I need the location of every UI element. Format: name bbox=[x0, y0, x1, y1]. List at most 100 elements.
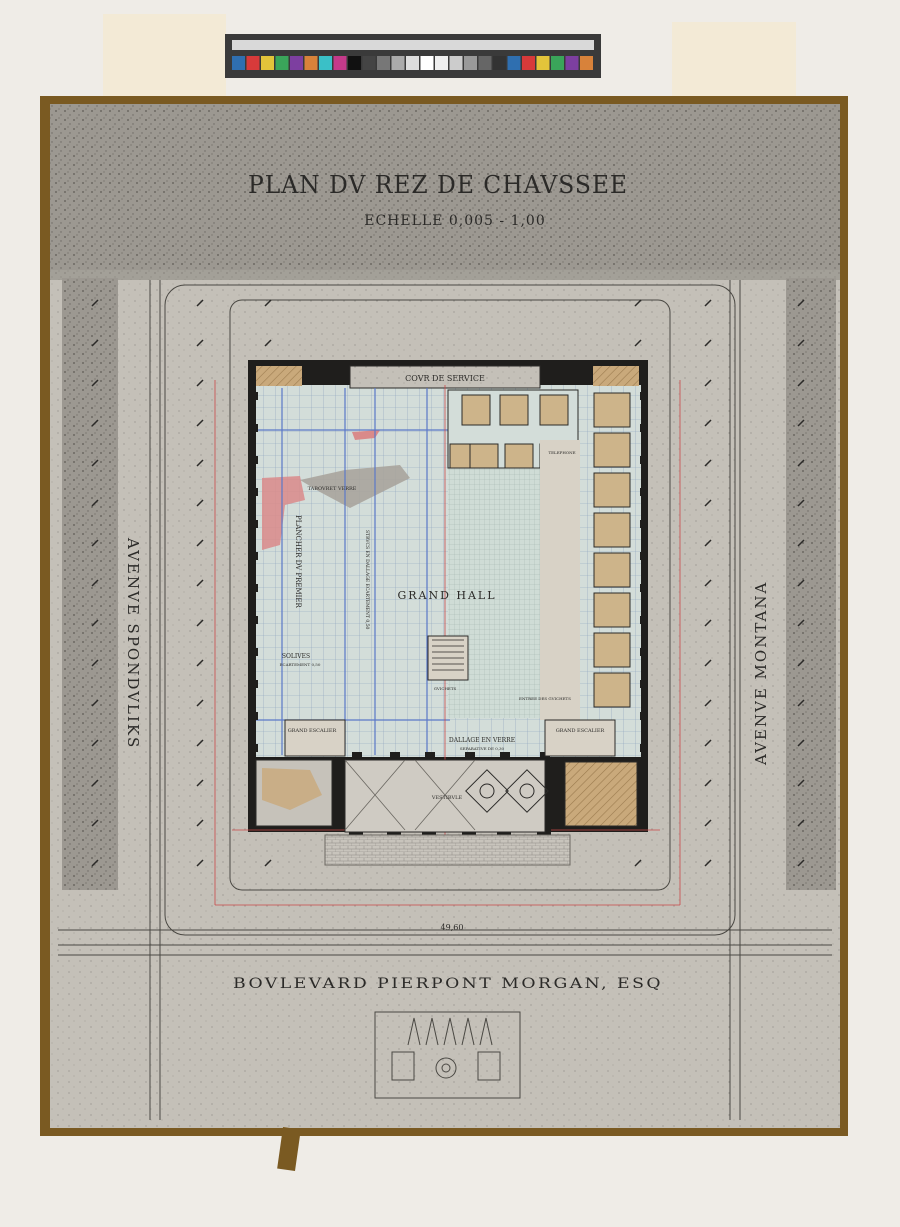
road-tick bbox=[264, 339, 272, 347]
tabouret-label: TABOVRET VERRE bbox=[308, 486, 357, 492]
road-tick bbox=[91, 339, 99, 347]
street-bottom-label: BOVLEVARD PIERPONT MORGAN, ESQ bbox=[233, 976, 663, 992]
building-plan bbox=[214, 360, 681, 906]
road-tick bbox=[704, 499, 712, 507]
column bbox=[352, 752, 362, 766]
column bbox=[640, 520, 648, 528]
road-tick bbox=[797, 659, 805, 667]
road-tick bbox=[91, 699, 99, 707]
calibration-swatch bbox=[493, 56, 506, 70]
road-tick bbox=[797, 299, 805, 307]
office-cell bbox=[504, 443, 534, 469]
road-tick bbox=[704, 539, 712, 547]
road-tick bbox=[797, 499, 805, 507]
column bbox=[425, 752, 435, 766]
street-left-label: AVENVE SPONDVLIKS bbox=[124, 537, 142, 749]
column bbox=[250, 552, 258, 560]
road-tick bbox=[634, 299, 642, 307]
office-cell bbox=[539, 394, 569, 426]
office-cell bbox=[593, 392, 631, 428]
calibration-swatch bbox=[348, 56, 361, 70]
road-tick bbox=[91, 659, 99, 667]
calibration-swatch bbox=[536, 56, 550, 70]
street-layout bbox=[58, 278, 836, 1120]
road-tick bbox=[91, 579, 99, 587]
calibration-swatch bbox=[406, 56, 419, 70]
tape-bottom-scrap bbox=[277, 1126, 301, 1172]
calibration-swatch bbox=[377, 56, 390, 70]
road-tick bbox=[91, 299, 99, 307]
road-tick bbox=[704, 419, 712, 427]
road-tick bbox=[704, 339, 712, 347]
column bbox=[250, 520, 258, 528]
road-tick bbox=[196, 819, 204, 827]
calibration-swatch bbox=[304, 56, 318, 70]
grand-hall-label: GRAND HALL bbox=[397, 589, 496, 602]
road-tick bbox=[91, 739, 99, 747]
column bbox=[465, 752, 475, 766]
road-tick bbox=[704, 459, 712, 467]
column bbox=[390, 752, 400, 766]
column bbox=[250, 680, 258, 688]
road-tick bbox=[196, 859, 204, 867]
road-tick bbox=[704, 659, 712, 667]
telephone-label: TELEPHONE bbox=[548, 450, 575, 455]
calibration-swatch bbox=[449, 56, 463, 70]
column bbox=[250, 584, 258, 592]
road-tick bbox=[196, 339, 204, 347]
road-tick bbox=[704, 619, 712, 627]
calibration-swatch bbox=[232, 56, 245, 70]
calibration-swatch bbox=[507, 56, 521, 70]
column bbox=[640, 680, 648, 688]
column bbox=[250, 648, 258, 656]
road-tick bbox=[196, 779, 204, 787]
column bbox=[640, 744, 648, 752]
road-tick bbox=[634, 859, 642, 867]
road-tick bbox=[797, 619, 805, 627]
road-tick bbox=[797, 339, 805, 347]
column bbox=[640, 552, 648, 560]
road-tick bbox=[196, 579, 204, 587]
road-tick bbox=[797, 699, 805, 707]
calibration-swatch bbox=[290, 56, 303, 70]
calibration-swatch bbox=[565, 56, 579, 70]
grand-escalier-right-label: GRAND ESCALIER bbox=[556, 728, 605, 734]
street-right-label: AVENVE MONTANA bbox=[752, 581, 770, 766]
road-tick bbox=[196, 419, 204, 427]
road-tick bbox=[797, 859, 805, 867]
office-cell bbox=[499, 394, 529, 426]
office-cell bbox=[593, 672, 631, 708]
road-tick bbox=[91, 419, 99, 427]
calibration-swatch bbox=[319, 56, 332, 70]
dimension-total-label: 49,60 bbox=[441, 923, 464, 932]
solives-label: SOLIVES bbox=[282, 653, 310, 660]
vestibule-label: VESTIBVLE bbox=[431, 795, 463, 801]
column bbox=[250, 392, 258, 400]
column bbox=[250, 712, 258, 720]
tape-top-left bbox=[103, 14, 226, 96]
road-tick bbox=[264, 299, 272, 307]
dallage-vertical-label: STRVCS EN DALLAGE ECARTEMENT 0,50 bbox=[364, 530, 370, 630]
road-tick bbox=[91, 499, 99, 507]
column bbox=[250, 616, 258, 624]
tape-top-right bbox=[672, 22, 796, 98]
road-tick bbox=[91, 459, 99, 467]
column bbox=[540, 752, 550, 766]
guichets-label: GVICHETS bbox=[434, 686, 457, 691]
road-tick bbox=[91, 379, 99, 387]
calibration-swatch bbox=[333, 56, 347, 70]
column bbox=[640, 392, 648, 400]
road-tick bbox=[91, 779, 99, 787]
road-tick bbox=[91, 619, 99, 627]
column bbox=[250, 488, 258, 496]
road-tick bbox=[196, 619, 204, 627]
office-cell bbox=[469, 443, 499, 469]
road-tick bbox=[196, 299, 204, 307]
road-tick bbox=[797, 459, 805, 467]
road-tick bbox=[797, 819, 805, 827]
road-tick bbox=[797, 579, 805, 587]
dallage-label: DALLAGE EN VERRE bbox=[449, 737, 515, 744]
road-tick bbox=[196, 459, 204, 467]
road-tick bbox=[196, 739, 204, 747]
